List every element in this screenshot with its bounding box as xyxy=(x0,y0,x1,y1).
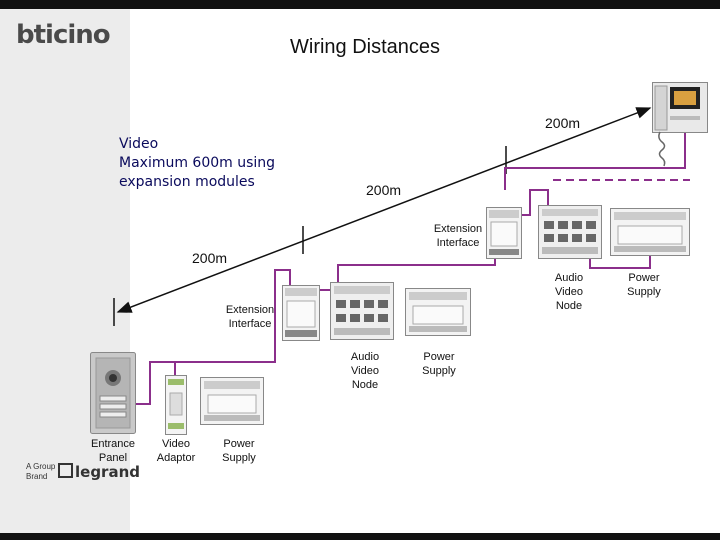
distance-label-2: 200m xyxy=(366,182,402,198)
extension-interface-2-label-line-2: Interface xyxy=(436,237,480,249)
power-supply-2-label-line-1: Power xyxy=(423,351,455,363)
wire-to-monitor xyxy=(504,130,686,190)
video-note-line-3: expansion modules xyxy=(119,174,255,190)
audio-video-node-1-label-line-2: Video xyxy=(351,365,379,377)
audio-video-node-2-label: Audio Video Node xyxy=(542,271,596,313)
power-supply-2-icon xyxy=(405,288,471,336)
entrance-panel-label-line-2: Panel xyxy=(98,452,128,464)
power-supply-2-label-line-2: Supply xyxy=(422,365,456,377)
entrance-panel-label: Entrance Panel xyxy=(84,437,142,465)
entrance-panel-icon xyxy=(90,352,136,434)
video-max-note: Video Maximum 600m using expansion modul… xyxy=(119,135,275,192)
extension-interface-2-label-line-1: Extension xyxy=(433,223,483,235)
power-supply-3-label-line-1: Power xyxy=(628,272,660,284)
video-adaptor-label-line-2: Adaptor xyxy=(156,452,196,464)
audio-video-node-1-label: Audio Video Node xyxy=(338,350,392,392)
bticino-logo: bticino xyxy=(16,20,111,50)
audio-video-node-2-label-line-3: Node xyxy=(555,300,583,312)
video-monitor-icon xyxy=(652,82,708,167)
extension-interface-1-icon xyxy=(282,285,320,341)
legrand-mark-icon xyxy=(58,463,73,478)
extension-interface-2-label: Extension Interface xyxy=(423,222,493,250)
video-adaptor-label: Video Adaptor xyxy=(148,437,204,465)
audio-video-node-2-label-line-1: Audio xyxy=(554,272,584,284)
audio-video-node-2-icon xyxy=(538,205,602,259)
audio-video-node-1-label-line-3: Node xyxy=(351,379,379,391)
extension-interface-2-icon xyxy=(486,207,522,259)
power-supply-3-icon xyxy=(610,208,690,256)
wire-extension2-to-node2 xyxy=(520,189,549,216)
power-supply-1-label: Power Supply xyxy=(210,437,268,465)
left-panel xyxy=(0,9,130,533)
power-supply-1-icon xyxy=(200,377,264,425)
wire-adaptor-to-extension xyxy=(175,269,291,363)
video-adaptor-icon xyxy=(165,375,187,435)
extension-interface-1-label: Extension Interface xyxy=(216,303,284,331)
bottom-bar xyxy=(0,533,720,540)
audio-video-node-1-label-line-1: Audio xyxy=(350,351,380,363)
power-supply-3-label-line-2: Supply xyxy=(627,286,661,298)
legrand-logo: legrand xyxy=(58,463,140,481)
audio-video-node-2-label-line-2: Video xyxy=(555,286,583,298)
extension-interface-1-label-line-1: Extension xyxy=(225,304,275,316)
top-bar xyxy=(0,0,720,9)
page-title: Wiring Distances xyxy=(290,36,441,58)
legrand-wordmark: legrand xyxy=(75,463,140,481)
video-adaptor-label-line-1: Video xyxy=(162,438,190,450)
power-supply-1-label-line-2: Supply xyxy=(222,452,256,464)
group-line-2: Brand xyxy=(26,472,48,481)
video-note-line-2: Maximum 600m using xyxy=(119,155,276,171)
distance-arrow-line xyxy=(116,107,652,313)
power-supply-3-label: Power Supply xyxy=(614,271,674,299)
video-note-line-1: Video xyxy=(119,136,159,152)
distance-label-1: 200m xyxy=(192,250,228,266)
wire-panel-to-adaptor xyxy=(130,361,176,405)
power-supply-1-label-line-1: Power xyxy=(223,438,255,450)
group-brand-text: A Group Brand xyxy=(26,462,55,482)
wire-node2-to-supply xyxy=(589,255,651,269)
group-line-1: A Group xyxy=(26,462,56,471)
audio-video-node-1-icon xyxy=(330,282,394,340)
entrance-panel-label-line-1: Entrance xyxy=(90,438,136,450)
distance-label-3: 200m xyxy=(545,115,581,131)
power-supply-2-label: Power Supply xyxy=(410,350,468,378)
extension-interface-1-label-line-2: Interface xyxy=(228,318,272,330)
